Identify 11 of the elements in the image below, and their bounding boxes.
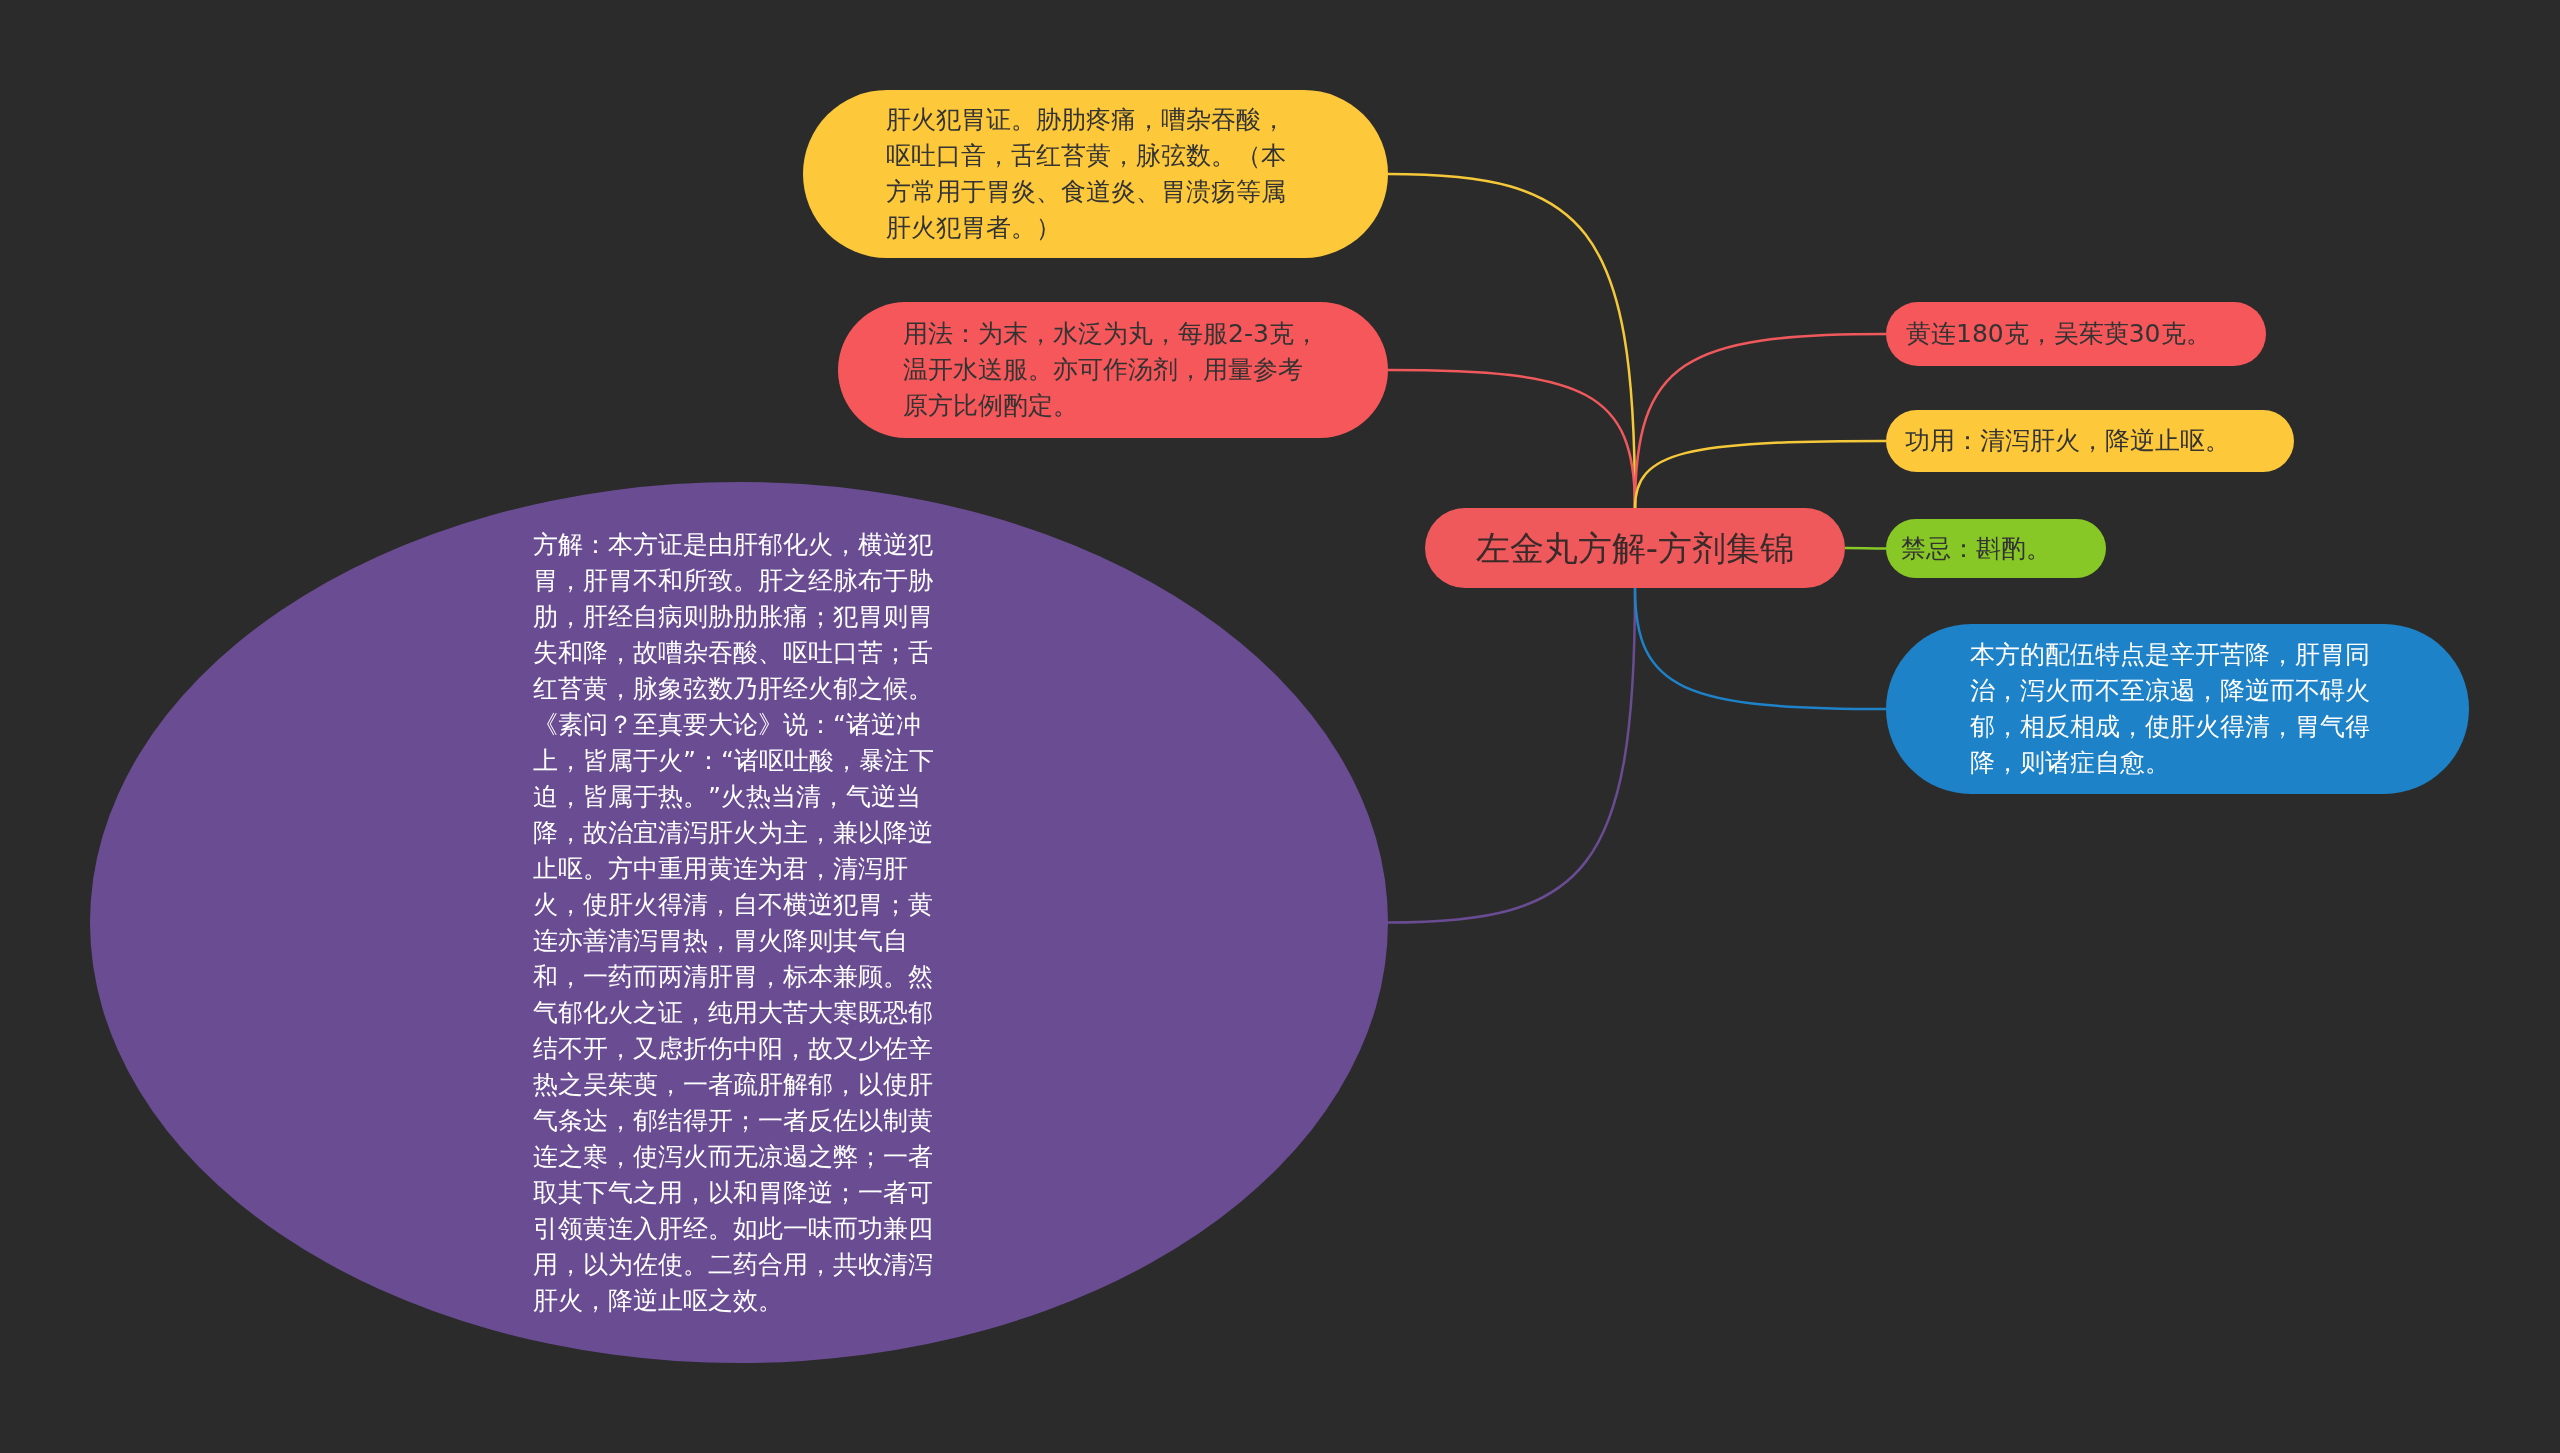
- connector-line: [1633, 439, 1886, 509]
- node-text: 功用：清泻肝火，降逆止呕。: [1905, 425, 2231, 457]
- connector-line: [1633, 587, 1886, 711]
- topic-text: 左金丸方解-方剂集锦: [1474, 527, 1796, 570]
- node-text: 方解：本方证是由肝郁化火，横逆犯胃，肝胃不和所致。肝之经脉布于胁肋，肝经自病则胁肋胀痛；犯胃则胃失和降，故嘈杂吞酸、呕吐口苦；舌红苔黄，脉象弦数乃肝经火郁之候。《素问？至真要大论》说：“诸逆冲上，皆属于火”：“诸呕吐酸，暴注下迫，皆属于热。”火热当清，气逆当降，故治宜清泻肝火为主，兼以降逆止呕。方中重用黄连为君，清泻肝火，使肝火得清，自不横逆犯胃；黄连亦善清泻胃热，胃火降则其气自和，一药而两清肝胃，标本兼顾。然气郁化火之证，纯用大苦大寒既恐郁结不开，又虑折伤中阳，故又少佐辛热之吴茱萸，一者疏肝解郁，以使肝气条达，郁结得开；一者反佐以制黄连之寒，使泻火而无凉遏之弊；一者取其下气之用，以和胃降逆；一者可引领黄连入肝经。如此一味而功兼四用，以为佐使。二药合用，共收清泻肝火，降逆止呕之效。: [533, 528, 935, 1317]
- node-text: 黄连180克，吴茱萸30克。: [1906, 318, 2212, 350]
- node-text: 肝火犯胃证。胁肋疼痛，嘈杂吞酸，呕吐口音，舌红苔黄，脉弦数。（本方常用于胃炎、食道炎、胃溃疡等属肝火犯胃者。）: [885, 104, 1287, 244]
- node-text: 用法：为末，水泛为丸，每服2-3克，温开水送服。亦可作汤剂，用量参考原方比例酌定。: [903, 318, 1320, 422]
- node-text: 禁忌：斟酌。: [1901, 532, 2052, 565]
- connector-line: [1845, 546, 1886, 550]
- node-text: 本方的配伍特点是辛开苦降，肝胃同治，泻火而不至凉遏，降逆而不碍火郁，相反相成，使肝火得清，胃气得降，则诸症自愈。: [1970, 639, 2371, 779]
